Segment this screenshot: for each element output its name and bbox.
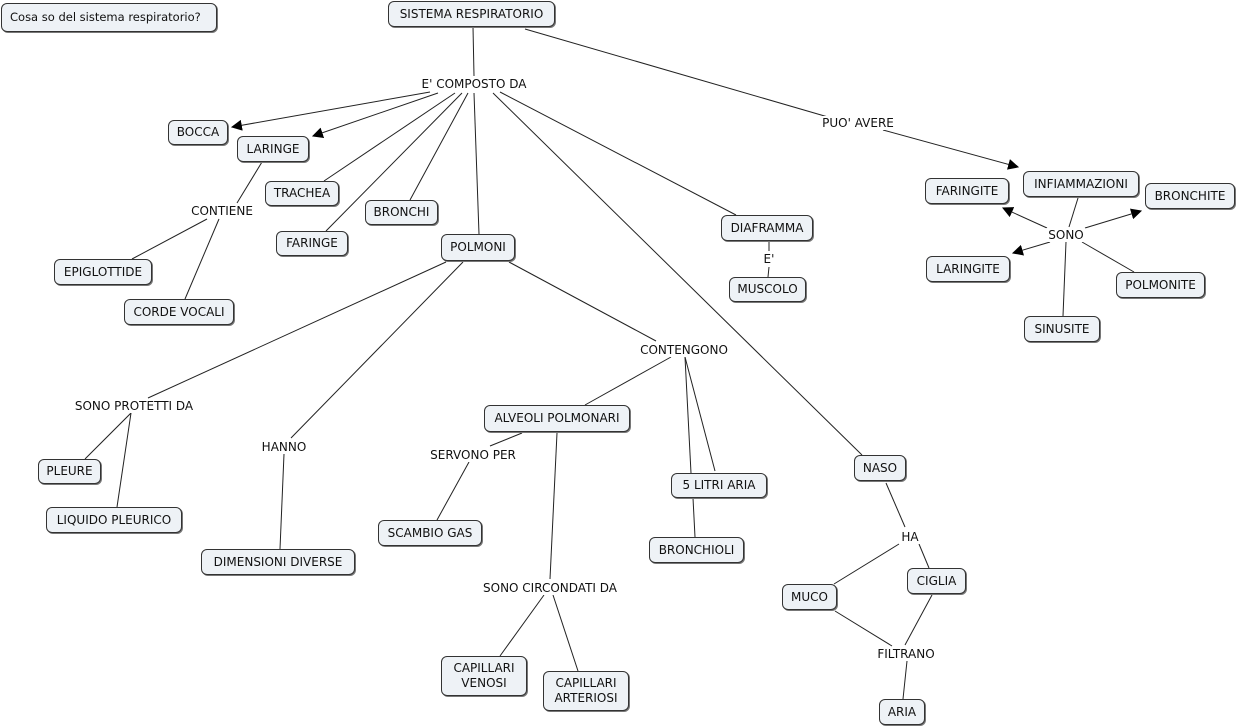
link-sono-protetti-da[interactable]: SONO PROTETTI DA — [72, 399, 196, 413]
edge — [882, 129, 1020, 170]
concept-bocca[interactable]: BOCCA — [168, 120, 228, 145]
edge — [767, 266, 770, 278]
edge — [290, 261, 464, 439]
concept-5-litri-aria[interactable]: 5 LITRI ARIA — [671, 473, 767, 498]
edge — [279, 453, 285, 550]
edge — [409, 92, 469, 201]
link-ha[interactable]: HA — [899, 530, 921, 544]
edge — [1001, 207, 1048, 229]
concept-sinusite[interactable]: SINUSITE — [1024, 316, 1100, 342]
edge — [116, 412, 132, 508]
edge — [885, 482, 906, 528]
link-contiene[interactable]: CONTIENE — [189, 204, 255, 218]
concept-laringite[interactable]: LARINGITE — [926, 256, 1010, 282]
concept-scambio-gas[interactable]: SCAMBIO GAS — [378, 520, 482, 546]
concept-laringe[interactable]: LARINGE — [237, 136, 309, 162]
edge — [492, 92, 863, 456]
edge — [1084, 208, 1143, 229]
edge — [524, 28, 829, 118]
edge — [436, 461, 470, 521]
edge — [918, 543, 930, 569]
link-contengono[interactable]: CONTENGONO — [638, 343, 730, 357]
concept-faringite[interactable]: FARINGITE — [925, 178, 1009, 204]
edge — [499, 594, 545, 657]
link-composto-da[interactable]: E' COMPOSTO DA — [419, 77, 529, 91]
concept-epiglottide[interactable]: EPIGLOTTIDE — [54, 259, 152, 285]
edge — [472, 26, 475, 77]
edge — [1081, 241, 1135, 273]
edge — [147, 261, 447, 399]
edge — [834, 610, 893, 647]
edge — [1068, 197, 1079, 228]
concept-polmonite[interactable]: POLMONITE — [1116, 272, 1205, 298]
edge — [473, 92, 480, 235]
concept-trachea[interactable]: TRACHEA — [265, 181, 339, 206]
link-sono[interactable]: SONO — [1046, 228, 1086, 242]
edge — [1011, 241, 1051, 256]
link-filtrano[interactable]: FILTRANO — [875, 647, 937, 661]
edge — [552, 594, 579, 672]
edge — [549, 432, 558, 580]
concept-ciglia[interactable]: CIGLIA — [907, 568, 966, 594]
concept-bronchite[interactable]: BRONCHITE — [1145, 183, 1235, 209]
edge — [499, 91, 737, 216]
concept-capillari-venosi[interactable]: CAPILLARI VENOSI — [441, 656, 527, 696]
concept-alveoli-polmonari[interactable]: ALVEOLI POLMONARI — [484, 405, 630, 432]
edge — [311, 92, 439, 138]
link-puo-avere[interactable]: PUO' AVERE — [820, 116, 896, 130]
edge — [230, 91, 431, 131]
concept-liquido-pleurico[interactable]: LIQUIDO PLEURICO — [46, 507, 182, 533]
link-servono-per[interactable]: SERVONO PER — [428, 448, 518, 462]
edge — [692, 497, 696, 538]
concept-capillari-arteriosi[interactable]: CAPILLARI ARTERIOSI — [543, 671, 629, 711]
concept-sistema-respiratorio[interactable]: SISTEMA RESPIRATORIO — [388, 1, 555, 27]
concept-infiammazioni[interactable]: INFIAMMAZIONI — [1023, 171, 1139, 197]
focus-question[interactable]: Cosa so del sistema respiratorio? — [1, 3, 217, 32]
concept-dimensioni-diverse[interactable]: DIMENSIONI DIVERSE — [201, 549, 355, 575]
concept-diaframma[interactable]: DIAFRAMMA — [721, 215, 813, 241]
edge — [489, 432, 523, 447]
concept-muscolo[interactable]: MUSCOLO — [729, 277, 806, 302]
concept-muco[interactable]: MUCO — [782, 584, 837, 610]
edge — [323, 92, 456, 182]
edge — [684, 356, 692, 474]
link-sono-circondati-da[interactable]: SONO CIRCONDATI DA — [481, 581, 619, 595]
edge — [833, 543, 900, 585]
edge — [904, 594, 933, 646]
concept-bronchioli[interactable]: BRONCHIOLI — [649, 537, 744, 563]
edge — [325, 92, 463, 232]
edge — [508, 261, 657, 342]
edge — [84, 412, 132, 460]
edge — [684, 356, 716, 472]
concept-corde-vocali[interactable]: CORDE VOCALI — [124, 299, 234, 325]
edge — [131, 218, 208, 260]
edge — [236, 161, 263, 204]
link-e[interactable]: E' — [761, 252, 777, 266]
concept-pleure[interactable]: PLEURE — [38, 459, 101, 484]
concept-bronchi[interactable]: BRONCHI — [365, 200, 438, 225]
concept-faringe[interactable]: FARINGE — [276, 231, 348, 256]
edge — [1062, 241, 1067, 317]
concept-aria[interactable]: ARIA — [879, 699, 925, 725]
edge — [584, 356, 672, 406]
link-hanno[interactable]: HANNO — [259, 440, 309, 454]
edge — [184, 218, 220, 300]
edge — [902, 660, 908, 700]
concept-polmoni[interactable]: POLMONI — [441, 234, 515, 261]
concept-naso[interactable]: NASO — [854, 455, 906, 481]
